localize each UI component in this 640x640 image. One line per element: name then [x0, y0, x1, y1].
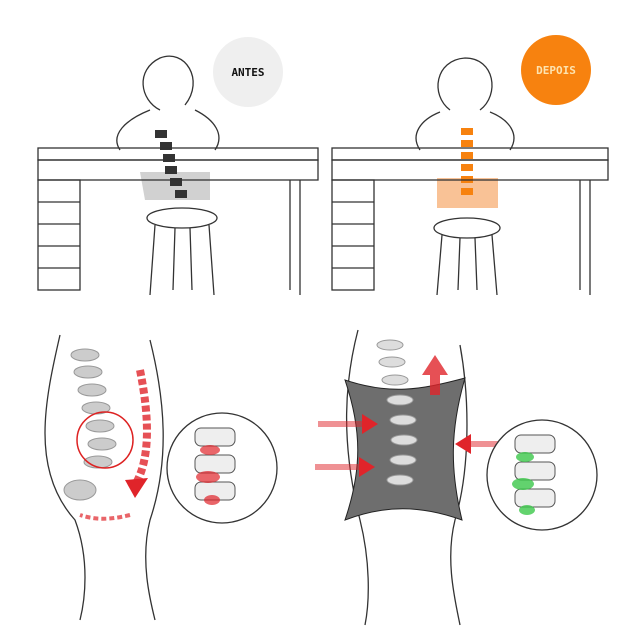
before-desk-scene — [37, 55, 319, 296]
pain-highlight — [196, 445, 220, 505]
misaligned-spine-icon — [155, 130, 187, 198]
after-desk-scene — [331, 57, 609, 296]
before-badge: ANTES — [213, 37, 283, 107]
before-spine-diagram — [44, 334, 278, 621]
before-label: ANTES — [231, 66, 264, 79]
after-label: DEPOIS — [536, 64, 576, 77]
after-spine-diagram — [315, 329, 598, 626]
relief-highlight — [512, 452, 535, 515]
compression-arrows — [315, 355, 505, 477]
arrow-down-icon — [125, 478, 148, 498]
after-badge: DEPOIS — [521, 35, 591, 105]
